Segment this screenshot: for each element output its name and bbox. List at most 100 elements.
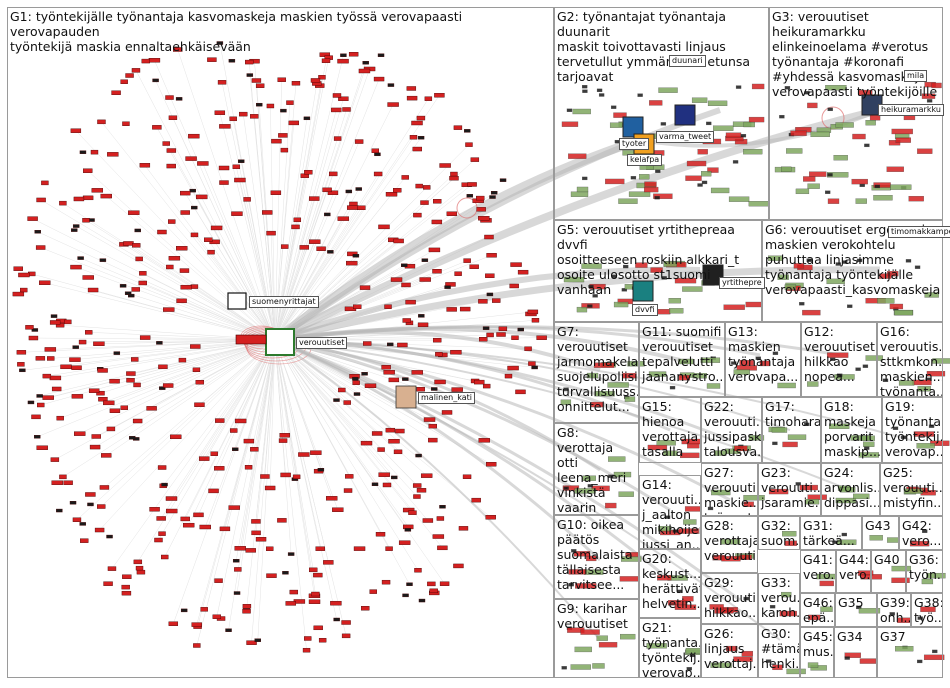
graph-node bbox=[280, 147, 289, 153]
graph-node bbox=[165, 95, 174, 100]
graph-node bbox=[669, 385, 676, 390]
graph-node bbox=[421, 258, 429, 262]
g1-edge bbox=[55, 339, 276, 379]
node-label-varma_tweet[interactable]: varma_tweet bbox=[656, 131, 715, 143]
graph-node bbox=[886, 166, 904, 172]
graph-node bbox=[256, 102, 263, 107]
graph-node bbox=[627, 361, 645, 367]
node-label-duunarit[interactable]: duunari bbox=[669, 55, 706, 67]
graph-node bbox=[860, 435, 875, 441]
node-label-timomakkampe[interactable]: timomakkampe bbox=[888, 226, 950, 238]
g1-edge bbox=[255, 339, 276, 522]
graph-node bbox=[219, 124, 231, 129]
yrtithepre-avatar[interactable] bbox=[702, 264, 724, 286]
graph-node bbox=[856, 605, 862, 610]
node-label-suomenyrittajat[interactable]: suomenyrittajat bbox=[249, 296, 319, 308]
graph-node bbox=[664, 515, 671, 519]
g1-edge bbox=[93, 289, 276, 341]
node-label-yrtithepre[interactable]: yrtithepre bbox=[719, 277, 765, 289]
graph-node bbox=[482, 326, 490, 330]
node-label-dvvfi[interactable]: dvvfi bbox=[632, 304, 658, 316]
node-label-verouutiset[interactable]: verouutiset bbox=[296, 337, 348, 349]
graph-node bbox=[479, 337, 488, 342]
graph-node bbox=[859, 658, 877, 664]
group-panel-g33: G33: verou... karoh... bbox=[758, 573, 800, 624]
graph-node bbox=[103, 581, 113, 586]
graph-node bbox=[308, 599, 321, 604]
graph-node bbox=[107, 152, 119, 157]
graph-node bbox=[158, 364, 168, 370]
graph-node bbox=[486, 332, 494, 338]
graph-node bbox=[332, 93, 342, 98]
node-label-tyoter[interactable]: tyoter bbox=[619, 138, 650, 150]
node-label-heikuramarkku[interactable]: heikuramarkku bbox=[878, 104, 944, 116]
node-label-kelafpa[interactable]: kelafpa bbox=[627, 154, 663, 166]
g1-edge bbox=[87, 170, 276, 341]
graph-node bbox=[570, 664, 591, 670]
graph-node bbox=[740, 134, 747, 138]
g1-edge bbox=[274, 339, 322, 470]
graph-node bbox=[136, 569, 146, 575]
dvvfi-avatar[interactable] bbox=[632, 280, 654, 302]
graph-node bbox=[478, 438, 490, 443]
graph-node bbox=[782, 441, 798, 448]
varma-avatar[interactable] bbox=[674, 104, 696, 126]
graph-node bbox=[158, 531, 166, 536]
graph-node bbox=[180, 516, 190, 522]
group-panel-g35: G35 bbox=[835, 593, 877, 627]
graph-node bbox=[126, 371, 136, 376]
graph-node bbox=[59, 200, 67, 206]
graph-node bbox=[250, 447, 259, 452]
graph-node bbox=[378, 472, 390, 477]
graph-node bbox=[337, 216, 350, 221]
graph-node bbox=[654, 196, 660, 200]
malinen-kati-avatar[interactable] bbox=[395, 385, 417, 409]
group-edge-bundle bbox=[274, 266, 701, 343]
node-label-malinen_kati[interactable]: malinen_kati bbox=[418, 392, 475, 404]
graph-node bbox=[618, 491, 634, 497]
graph-node bbox=[611, 274, 617, 278]
verouutiset-hub-node[interactable] bbox=[265, 328, 295, 356]
g1-edge bbox=[111, 339, 276, 569]
graph-node bbox=[515, 389, 526, 395]
graph-node bbox=[250, 114, 259, 119]
graph-node bbox=[804, 422, 810, 427]
graph-node bbox=[669, 308, 684, 314]
g1-edge bbox=[270, 233, 276, 341]
graph-node bbox=[36, 197, 46, 203]
g1-edge bbox=[205, 339, 276, 528]
graph-node bbox=[375, 532, 386, 537]
graph-node bbox=[193, 512, 204, 518]
graph-node bbox=[415, 183, 423, 189]
graph-node bbox=[864, 143, 870, 148]
graph-node bbox=[180, 608, 188, 613]
graph-node bbox=[239, 111, 248, 117]
tyoter-avatar[interactable] bbox=[622, 116, 644, 138]
graph-node bbox=[581, 85, 588, 89]
graph-node bbox=[64, 319, 72, 325]
g1-edge bbox=[40, 199, 276, 341]
graph-node bbox=[697, 149, 708, 155]
graph-node bbox=[862, 364, 869, 368]
graph-node bbox=[470, 157, 480, 162]
graph-node bbox=[772, 441, 778, 446]
graph-node bbox=[932, 649, 938, 654]
graph-node bbox=[195, 379, 205, 385]
graph-node bbox=[613, 471, 632, 478]
graph-node bbox=[327, 190, 339, 196]
node-label-mila[interactable]: mila bbox=[904, 70, 928, 82]
group-panel-g15: G15: hienoa verottaja tasalla bbox=[639, 397, 701, 463]
graph-node bbox=[411, 120, 423, 126]
graph-node bbox=[587, 484, 594, 488]
suomenyrittajat-avatar[interactable] bbox=[227, 292, 247, 310]
graph-node bbox=[237, 159, 245, 163]
graph-node bbox=[309, 567, 318, 573]
graph-node bbox=[428, 423, 437, 429]
graph-node bbox=[128, 293, 135, 298]
graph-node bbox=[36, 445, 48, 450]
graph-node bbox=[242, 609, 251, 614]
graph-node bbox=[469, 264, 479, 269]
graph-node bbox=[485, 462, 497, 467]
graph-node bbox=[663, 261, 677, 267]
graph-node bbox=[586, 555, 597, 562]
